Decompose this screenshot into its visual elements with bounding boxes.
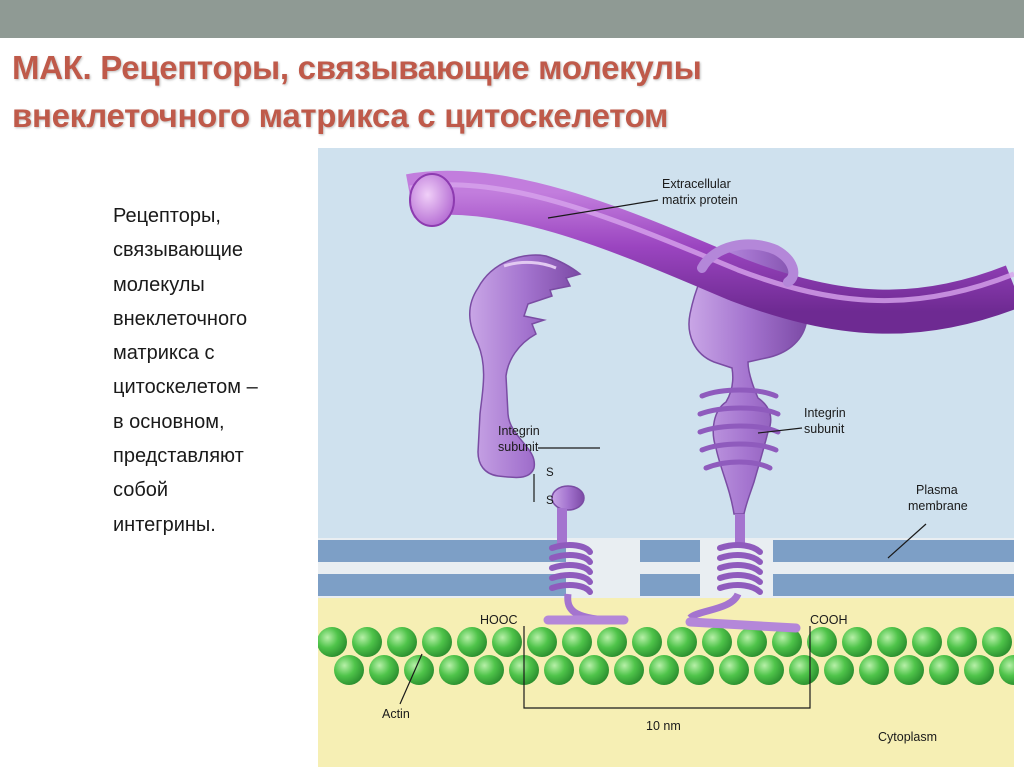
actin-monomer [789, 655, 819, 685]
body-line: собой [113, 479, 169, 502]
actin-monomer [352, 627, 382, 657]
actin-monomer [929, 655, 959, 685]
actin-monomer [334, 655, 364, 685]
label-cooh: COOH [810, 613, 848, 627]
actin-monomer [702, 627, 732, 657]
actin-monomer [369, 655, 399, 685]
actin-monomer [982, 627, 1012, 657]
actin-monomer [964, 655, 994, 685]
label-hooc: HOOC [480, 613, 518, 627]
body-line: интегрины. [113, 513, 216, 536]
body-line: молекулы [113, 273, 205, 296]
actin-monomer [667, 627, 697, 657]
label-integrin-left: subunit [498, 440, 539, 454]
actin-monomer [947, 627, 977, 657]
body-line: внеклеточного [113, 307, 248, 330]
actin-monomer [439, 655, 469, 685]
actin-monomer [737, 627, 767, 657]
actin-monomer [579, 655, 609, 685]
integrin-diagram: Extracellular matrix protein Integrin su… [317, 148, 1024, 767]
actin-monomer [649, 655, 679, 685]
actin-monomer [387, 627, 417, 657]
body-line: матрикса с [113, 342, 215, 365]
label-ecm-protein: Extracellular [662, 177, 731, 191]
actin-monomer [544, 655, 574, 685]
body-line: цитоскелетом – [113, 376, 258, 399]
annotation-lines [523, 199, 927, 709]
actin-monomer [772, 627, 802, 657]
label-plasma-membrane: membrane [908, 499, 968, 513]
body-line: связывающие [113, 239, 244, 262]
actin-monomer [632, 627, 662, 657]
ecm-fiber [406, 170, 1023, 334]
body-line: в основном, [113, 410, 225, 433]
actin-monomer [824, 655, 854, 685]
actin-monomer [457, 627, 487, 657]
label-actin: Actin [382, 707, 410, 721]
label-integrin-right: Integrin [804, 406, 846, 420]
integrin-diagram-svg: Extracellular matrix protein Integrin su… [317, 148, 1024, 767]
label-plasma-membrane: Plasma [916, 483, 958, 497]
top-bar [0, 0, 1024, 38]
body-line: Рецепторы, [113, 205, 221, 227]
body-text: Рецепторы, связывающие молекулы внеклето… [113, 199, 313, 542]
actin-monomer [807, 627, 837, 657]
actin-leader-line [399, 653, 423, 705]
actin-monomer [317, 627, 347, 657]
actin-monomer [474, 655, 504, 685]
actin-monomer [527, 627, 557, 657]
label-disulfide-s: S [546, 495, 554, 507]
actin-monomer [719, 655, 749, 685]
actin-monomer [754, 655, 784, 685]
integrin-head-cap [697, 239, 799, 287]
label-integrin-left: Integrin [498, 424, 540, 438]
actin-monomer [877, 627, 907, 657]
integrin-subunit-left [469, 254, 629, 625]
actin-monomer [684, 655, 714, 685]
label-scale-bar: 10 nm [646, 719, 681, 733]
slide-title: МАК. Рецепторы, связывающие молекулы вне… [12, 44, 1012, 140]
actin-monomer [614, 655, 644, 685]
actin-monomer [492, 627, 522, 657]
actin-monomer [562, 627, 592, 657]
title-line-1: МАК. Рецепторы, связывающие молекулы [12, 49, 702, 86]
label-integrin-right: subunit [804, 422, 845, 436]
label-disulfide-s: S [546, 467, 554, 479]
actin-monomer [859, 655, 889, 685]
actin-monomer [597, 627, 627, 657]
actin-monomer [842, 627, 872, 657]
actin-monomer [912, 627, 942, 657]
label-cytoplasm: Cytoplasm [878, 730, 937, 744]
title-line-2: внеклеточного матрикса с цитоскелетом [12, 97, 669, 134]
actin-monomer [422, 627, 452, 657]
body-line: представляют [113, 445, 244, 468]
actin-monomer [894, 655, 924, 685]
plasma-membrane [318, 538, 1014, 598]
label-ecm-protein: matrix protein [662, 193, 738, 207]
